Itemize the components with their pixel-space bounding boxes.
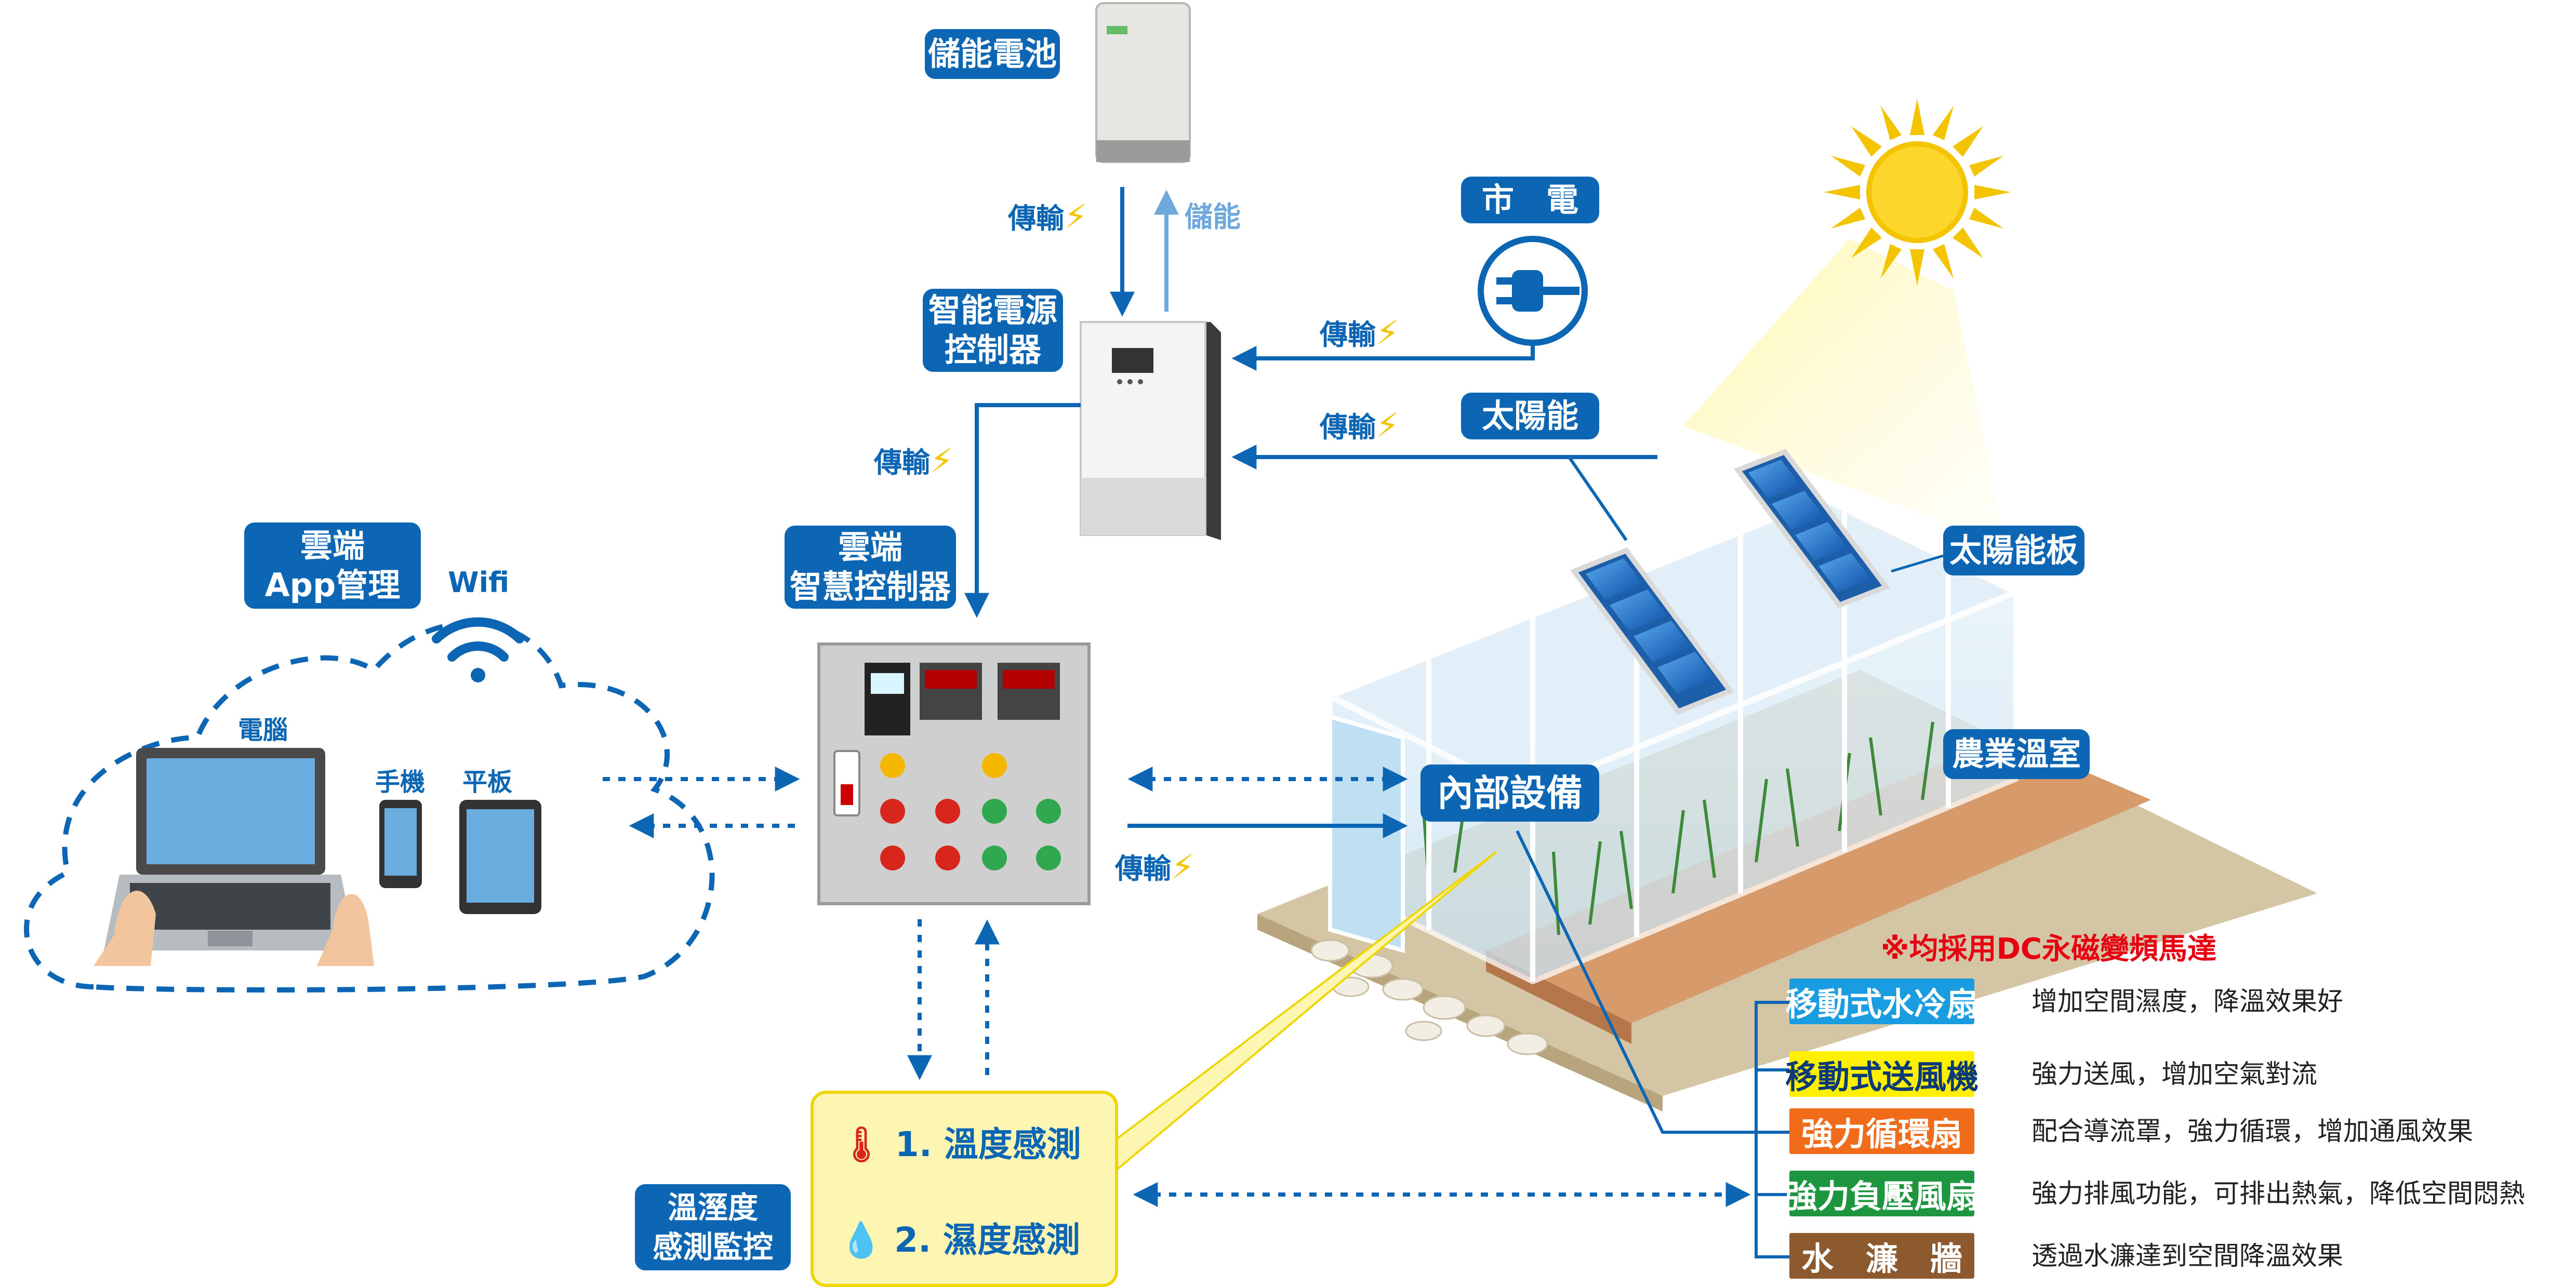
- phone-label: 手機: [375, 768, 426, 797]
- wifi-label: Wifi: [448, 566, 510, 599]
- tablet-icon: [459, 800, 541, 914]
- cloud-controller-tag: 雲端 智慧控制器: [785, 526, 956, 609]
- bolt-icon: ⚡: [1376, 407, 1399, 445]
- transmit-label-controller: 傳輸⚡: [874, 445, 953, 479]
- battery-icon: [1095, 2, 1191, 163]
- transmit-text: 傳輸: [1008, 202, 1064, 235]
- bolt-icon: ⚡: [1376, 314, 1399, 353]
- equipment-item: 強力負壓風扇: [1785, 1171, 1979, 1216]
- equipment-description: 增加空間濕度，降溫效果好: [2031, 986, 2343, 1016]
- transmit-label-battery: 傳輸⚡: [1008, 200, 1087, 235]
- equipment-description: 強力送風，增加空氣對流: [2031, 1059, 2317, 1089]
- droplet-icon: 💧: [840, 1220, 883, 1260]
- equipment-item: 水 濂 牆: [1789, 1233, 1974, 1279]
- grid-tag: 市 電: [1461, 177, 1599, 223]
- sun-icon: [1824, 99, 2011, 286]
- temp-sensor-label: 1. 溫度感測: [895, 1124, 1081, 1164]
- equipment-item: 移動式送風機: [1785, 1051, 1979, 1097]
- solar-pointer: [1568, 456, 1628, 541]
- transmit-label-solar: 傳輸⚡: [1320, 407, 1399, 445]
- transmit-text: 傳輸: [1320, 318, 1376, 351]
- equipment-item: 移動式水冷扇: [1785, 978, 1979, 1024]
- equipment-description: 透過水濂達到空間降溫效果: [2031, 1241, 2343, 1271]
- cloud-app-tag: 雲端 App管理: [244, 522, 421, 609]
- tablet-label: 平板: [462, 768, 513, 797]
- motor-note: ※均採用DC永磁變頻馬達: [1881, 932, 2217, 966]
- sensor-box: 🌡 1. 溫度感測 💧 2. 濕度感測: [811, 1091, 1118, 1287]
- bolt-icon: ⚡: [930, 442, 953, 480]
- laptop-icon: [94, 748, 374, 966]
- wifi-icon: [432, 617, 524, 682]
- arrow-power-to-controller: [964, 403, 1081, 618]
- solar-panel-tag: 太陽能板: [1943, 526, 2084, 575]
- equipment-description: 配合導流罩，強力循環，增加通風效果: [2031, 1116, 2473, 1146]
- humidity-sensor-row: 💧 2. 濕度感測: [840, 1212, 1080, 1262]
- smart-power-tag: 智能電源 控制器: [923, 289, 1063, 372]
- arrow-grid-to-power: [1231, 345, 1535, 371]
- transmit-label-grid: 傳輸⚡: [1320, 317, 1399, 351]
- solar-tag: 太陽能: [1461, 393, 1599, 439]
- temp-sensor-row: 🌡 1. 溫度感測: [840, 1117, 1081, 1167]
- bolt-icon: ⚡: [1064, 198, 1087, 236]
- thermometer-icon: 🌡: [840, 1124, 883, 1164]
- sun-beam: [1683, 239, 2006, 545]
- equipment-item: 強力循環扇: [1789, 1108, 1974, 1154]
- humidity-sensor-label: 2. 濕度感測: [894, 1220, 1081, 1260]
- control-panel-icon: [817, 642, 1091, 905]
- equipment-description: 強力排風功能，可排出熱氣，降低空間悶熱: [2031, 1178, 2525, 1209]
- transmit-text: 傳輸: [1320, 411, 1376, 444]
- computer-label: 電腦: [238, 716, 288, 745]
- transmit-text: 傳輸: [874, 446, 930, 479]
- store-label: 儲能: [1185, 200, 1241, 233]
- transmit-label-equipment: 傳輸⚡: [1115, 851, 1194, 885]
- solar-panel-icon: [1570, 448, 1890, 715]
- sensor-monitor-tag: 溫溼度 感測監控: [635, 1184, 791, 1270]
- internal-equipment-tag: 內部設備: [1420, 765, 1599, 822]
- bolt-icon: ⚡: [1171, 848, 1194, 887]
- transmit-text: 傳輸: [1115, 852, 1171, 885]
- plug-icon: [1478, 236, 1588, 346]
- cloud-outline: [24, 620, 715, 993]
- inverter-icon: [1080, 321, 1221, 540]
- phone-icon: [379, 800, 422, 888]
- battery-tag: 儲能電池: [925, 29, 1060, 79]
- greenhouse-tag: 農業溫室: [1943, 729, 2090, 779]
